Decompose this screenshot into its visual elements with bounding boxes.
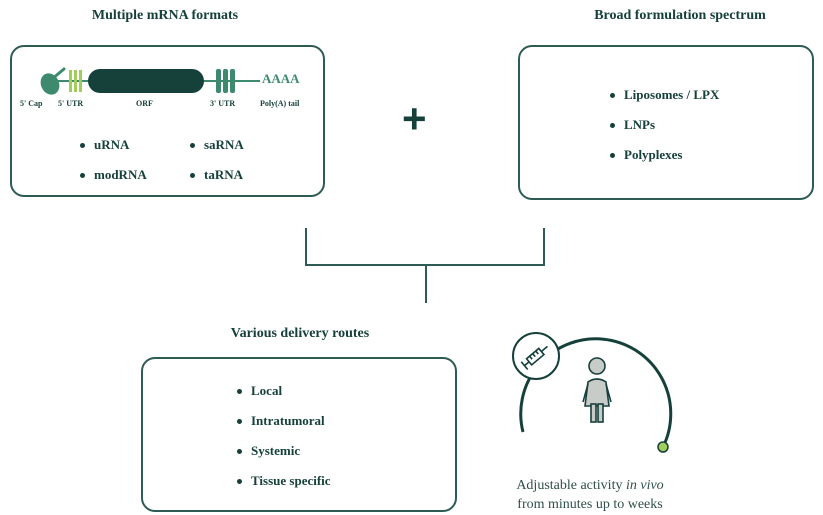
formulation-box: Liposomes / LPX LNPs Polyplexes: [518, 45, 814, 200]
formulation-list: Liposomes / LPX LNPs Polyplexes: [610, 87, 719, 163]
syringe-icon: [512, 332, 560, 380]
utr5-label: 5' UTR: [58, 99, 84, 108]
polya-tail-label: Poly(A) tail: [260, 99, 300, 108]
person-icon: [582, 357, 612, 423]
activity-arc: [519, 337, 673, 448]
caption-text: Adjustable activity: [516, 478, 626, 493]
list-item: Systemic: [237, 443, 331, 459]
orf-label: ORF: [136, 99, 153, 108]
orf-block: [88, 69, 204, 93]
list-item: Intratumoral: [237, 413, 331, 429]
list-item: saRNA: [190, 137, 244, 153]
activity-endpoint: [657, 441, 669, 453]
list-item: LNPs: [610, 117, 719, 133]
formats-heading: Multiple mRNA formats: [91, 8, 239, 23]
routes-list: Local Intratumoral Systemic Tissue speci…: [237, 383, 331, 489]
activity-caption: Adjustable activity in vivo from minutes…: [470, 476, 710, 514]
utr3-marks: [216, 69, 235, 93]
list-item: Local: [237, 383, 331, 399]
routes-box: Local Intratumoral Systemic Tissue speci…: [141, 357, 457, 512]
plus-sign: +: [402, 95, 427, 142]
caption-line2: from minutes up to weeks: [517, 497, 663, 512]
list-item: taRNA: [190, 167, 244, 183]
formats-list-right: saRNA taRNA: [190, 137, 244, 183]
cap-icon: [40, 67, 66, 95]
routes-heading: Various delivery routes: [230, 326, 370, 341]
formats-box: AAAA 5' Cap 5' UTR ORF 3' UTR Poly(A) ta…: [10, 45, 325, 197]
utr5-marks: [69, 70, 82, 92]
list-item: uRNA: [80, 137, 147, 153]
formats-list-left: uRNA modRNA: [80, 137, 147, 183]
list-item: Polyplexes: [610, 147, 719, 163]
mrna-structure-diagram: [40, 67, 260, 95]
list-item: Tissue specific: [237, 473, 331, 489]
caption-italic: in vivo: [625, 478, 664, 493]
cap-label: 5' Cap: [20, 99, 43, 108]
list-item: Liposomes / LPX: [610, 87, 719, 103]
list-item: modRNA: [80, 167, 147, 183]
utr3-label: 3' UTR: [210, 99, 236, 108]
polya-sequence: AAAA: [262, 71, 300, 86]
formulation-heading: Broad formulation spectrum: [594, 8, 766, 23]
